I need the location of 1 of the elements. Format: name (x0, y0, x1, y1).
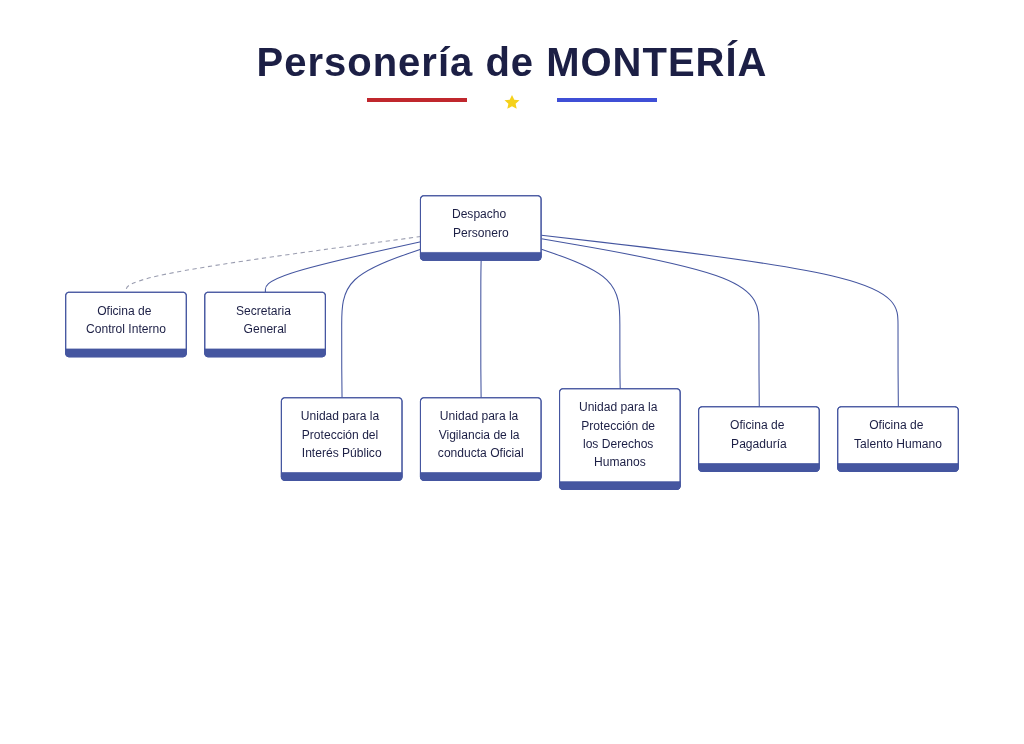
title: Personería de MONTERÍA (256, 40, 768, 85)
